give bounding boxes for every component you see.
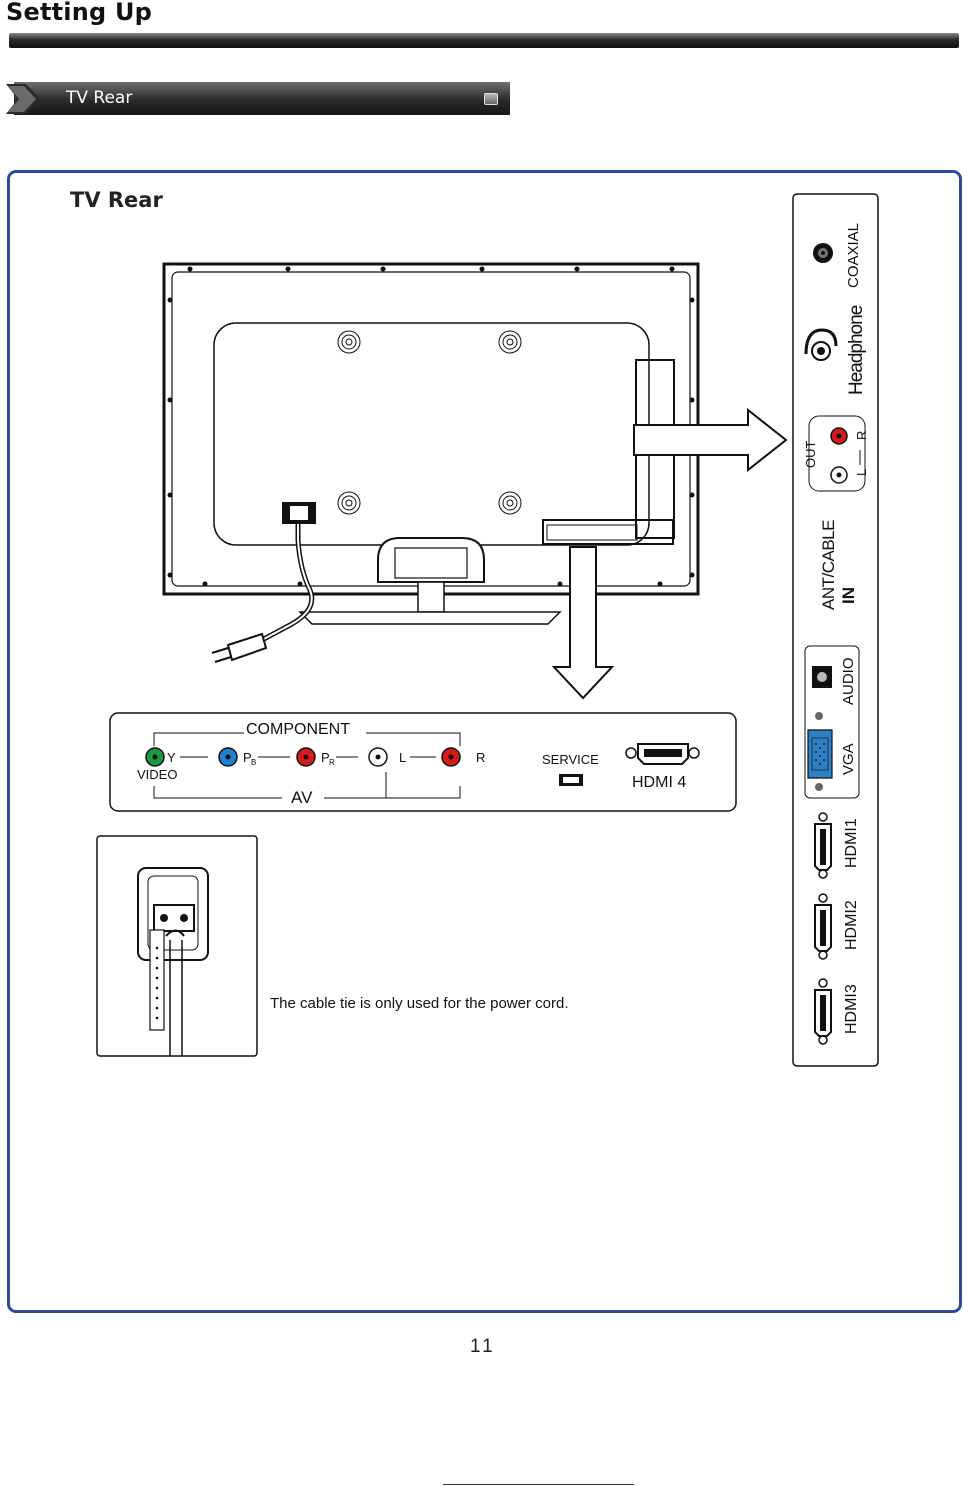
out-jack-l — [831, 467, 847, 483]
jack-video — [146, 748, 164, 766]
footer-rule — [443, 1484, 634, 1485]
audio-r-label: R — [476, 750, 485, 765]
tv-back-illustration — [164, 264, 698, 662]
video-label: VIDEO — [137, 767, 177, 782]
vga-label: VGA — [840, 743, 857, 775]
hdmi4-label: HDMI 4 — [632, 774, 686, 791]
jack-pb — [219, 748, 237, 766]
page-number: 11 — [470, 1336, 496, 1358]
cable-tie-note: The cable tie is only used for the power… — [270, 995, 569, 1012]
out-jack-r — [831, 428, 847, 444]
side-port-panel: COAXIAL Headphone OUT R L ANT/CABLE IN — [793, 194, 878, 1066]
ant-in-label: IN — [839, 587, 858, 604]
pr-subscript: R — [329, 758, 335, 767]
audio-in-label: AUDIO — [840, 657, 857, 705]
jack-pr — [297, 748, 315, 766]
rear-port-panel: COMPONENT Y P B P R L R VIDEO AV SERVICE… — [110, 713, 736, 811]
component-label: COMPONENT — [246, 721, 350, 738]
out-l-label: L — [854, 469, 869, 476]
hdmi1-label: HDMI1 — [843, 818, 860, 868]
service-port-icon — [559, 774, 583, 786]
audio-in-port — [812, 666, 832, 688]
jack-audio-l — [369, 748, 387, 766]
vga-port — [808, 730, 832, 778]
y-label: Y — [167, 750, 176, 765]
out-label: OUT — [803, 441, 818, 469]
av-label: AV — [291, 788, 313, 807]
service-label: SERVICE — [542, 752, 599, 767]
ant-cable-label: ANT/CABLE — [819, 520, 838, 610]
headphone-label: Headphone — [846, 305, 867, 395]
out-r-label: R — [854, 431, 869, 440]
pb-subscript: B — [251, 758, 256, 767]
cable-tie-inset — [97, 836, 257, 1056]
hdmi3-label: HDMI3 — [843, 984, 860, 1034]
coaxial-port — [813, 243, 833, 263]
jack-audio-r — [442, 748, 460, 766]
audio-l-label: L — [399, 750, 406, 765]
coaxial-label: COAXIAL — [845, 223, 862, 288]
hdmi2-label: HDMI2 — [843, 900, 860, 950]
